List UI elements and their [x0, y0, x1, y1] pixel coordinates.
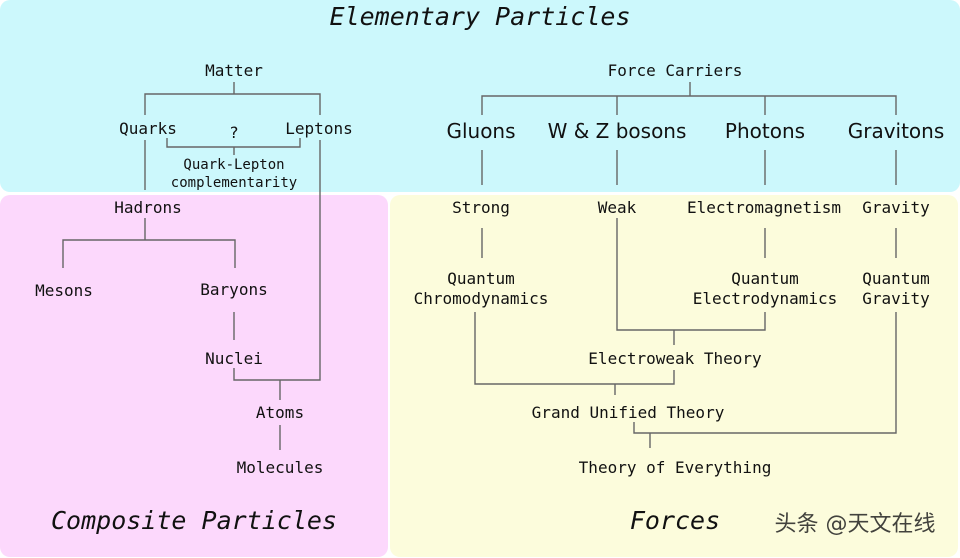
node-qcd-line2: Chromodynamics	[414, 289, 549, 308]
node-atoms: Atoms	[256, 403, 304, 422]
node-electromagnetism: Electromagnetism	[687, 198, 841, 217]
node-matter: Matter	[205, 61, 263, 80]
composite-region	[0, 195, 388, 557]
node-strong: Strong	[452, 198, 510, 217]
node-quarks: Quarks	[119, 119, 177, 138]
node-wz-bosons: W & Z bosons	[548, 119, 687, 143]
node-gut: Grand Unified Theory	[532, 403, 725, 422]
node-qed-line2: Electrodynamics	[693, 289, 838, 308]
node-question: ?	[229, 123, 239, 142]
node-leptons: Leptons	[285, 119, 352, 138]
composite-title: Composite Particles	[51, 506, 337, 535]
node-mesons: Mesons	[35, 281, 93, 300]
node-molecules: Molecules	[237, 458, 324, 477]
node-qlc-line1: Quark-Lepton	[183, 157, 284, 173]
node-weak: Weak	[598, 198, 637, 217]
watermark: 头条 @天文在线	[775, 512, 936, 537]
node-qcd-line1: Quantum	[447, 269, 514, 288]
node-electroweak: Electroweak Theory	[588, 349, 762, 368]
elementary-title: Elementary Particles	[329, 2, 630, 31]
forces-title: Forces	[630, 506, 720, 535]
node-baryons: Baryons	[200, 280, 267, 299]
node-photons: Photons	[725, 119, 805, 143]
node-toe: Theory of Everything	[579, 458, 772, 477]
node-gluons: Gluons	[446, 119, 515, 143]
elementary-region	[0, 0, 960, 192]
node-gravitons: Gravitons	[848, 119, 945, 143]
node-qlc-line2: complementarity	[171, 175, 297, 191]
node-force-carriers: Force Carriers	[608, 61, 743, 80]
node-nuclei: Nuclei	[205, 349, 263, 368]
node-qed-line1: Quantum	[731, 269, 798, 288]
connector-lines	[62, 82, 897, 450]
node-hadrons: Hadrons	[114, 198, 181, 217]
node-gravity: Gravity	[862, 198, 930, 217]
node-qg-line1: Quantum	[862, 269, 929, 288]
node-qg-line2: Gravity	[862, 289, 930, 308]
